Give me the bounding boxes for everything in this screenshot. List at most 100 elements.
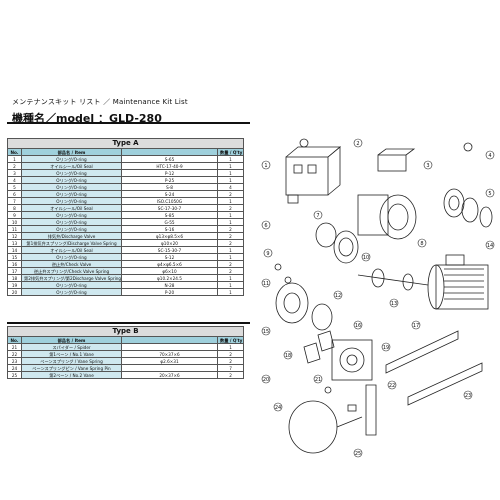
part-number-cell: 16 (7, 260, 22, 268)
callout-label: 14 (487, 243, 493, 249)
quantity-cell: 2 (217, 239, 244, 247)
column-header: 数量 / Q'ty (217, 148, 244, 156)
callout-label: 1 (264, 163, 267, 169)
part-number-cell: 13 (7, 239, 22, 247)
part-spec-cell: S-16 (121, 225, 218, 233)
part-spec-cell: S-8 (121, 183, 218, 191)
part-number-cell: 3 (7, 169, 22, 177)
part-spec-cell: 70×37×6 (121, 350, 218, 358)
callout-label: 2 (356, 141, 359, 147)
callout-label: 22 (389, 383, 395, 389)
part-name-cell: 逆止弁スプリング/Check Valve Spring (21, 267, 122, 275)
callout-label: 8 (420, 241, 423, 247)
divider (7, 322, 250, 324)
callout-label: 13 (391, 301, 397, 307)
part-number-cell: 6 (7, 190, 22, 198)
part-number-cell: 24 (7, 364, 22, 372)
column-header: 数量 / Q'ty (216, 336, 245, 344)
model-name: 機種名／model ：GLD-280 (12, 112, 162, 125)
quantity-cell: 1 (217, 155, 244, 163)
rotor-plate (275, 282, 309, 324)
part-spec-cell: P-25 (121, 176, 218, 184)
quantity-cell: 1 (217, 274, 244, 282)
part-number-cell: 11 (7, 225, 22, 233)
part-number-cell: 14 (7, 246, 22, 254)
part-name-cell: オイルシール/Oil Seal (21, 204, 122, 212)
table-title-row: Type B (6, 326, 245, 337)
callout-label: 5 (488, 191, 491, 197)
part-spec-cell: φ4×φ6.5×6 (121, 260, 218, 268)
column-header: No. (7, 336, 22, 344)
part-name-cell: Oリング/O-ring (21, 288, 122, 296)
part-spec-cell: S-85 (121, 211, 218, 219)
callout-label: 10 (363, 255, 369, 261)
quantity-cell: 2 (217, 260, 244, 268)
part-name-cell: Oリング/O-ring (21, 225, 122, 233)
quantity-cell: 1 (217, 218, 244, 226)
valve-cover (377, 154, 407, 172)
part-name-cell: Oリング/O-ring (21, 190, 122, 198)
part-spec-cell: φ6×10 (121, 267, 218, 275)
quantity-cell: 1 (217, 176, 244, 184)
quantity-cell: 2 (217, 204, 244, 212)
column-header (121, 336, 218, 344)
part-number-cell: 7 (7, 197, 22, 205)
part-spec-cell: ISO.C1050G (121, 197, 218, 205)
quantity-cell: 1 (217, 281, 244, 289)
callout-label: 3 (426, 163, 429, 169)
callout-label: 23 (465, 393, 471, 399)
part-spec-cell: P-20 (121, 288, 218, 296)
quantity-cell: 2 (216, 371, 245, 379)
part-spec-cell: HTC-17-40-9 (121, 162, 218, 170)
part-spec-cell: 20×37×6 (121, 371, 218, 379)
part-name-cell: Oリング/O-ring (21, 197, 122, 205)
quantity-cell: 7 (216, 364, 245, 372)
callout-label: 17 (413, 323, 419, 329)
part-number-cell: 20 (7, 288, 22, 296)
part-number-cell: 1 (7, 155, 22, 163)
part-spec-cell: SC-15-30-7 (121, 246, 218, 254)
callout-label: 16 (355, 323, 361, 329)
quantity-cell: 2 (216, 357, 245, 365)
part-name-cell: 排気弁/Discharge Valve (21, 232, 122, 240)
part-name-cell: ベーンスプリング / Vane Spring (21, 357, 122, 365)
callout-label: 11 (263, 281, 269, 287)
part-spec-cell: S-65 (121, 155, 218, 163)
table-title: Type A (7, 138, 244, 149)
part-spec-cell: SC-17-30-7 (121, 204, 218, 212)
part-name-cell: スパイダー / Spider (21, 343, 122, 351)
part-name-cell: Oリング/O-ring (21, 253, 122, 261)
table-title: Type B (6, 326, 245, 337)
fan-cover (288, 400, 338, 454)
part-name-cell: オイルシール/Oil Seal (21, 246, 122, 254)
quantity-cell: 1 (217, 197, 244, 205)
part-number-cell: 10 (7, 218, 22, 226)
part-name-cell: 第2ベーン / No.2 Vane (21, 371, 122, 379)
callout-label: 12 (335, 293, 341, 299)
callout-label: 7 (316, 213, 319, 219)
part-number-cell: 17 (7, 267, 22, 275)
part-spec-cell: G-55 (121, 218, 218, 226)
part-spec-cell: P-12 (121, 169, 218, 177)
list-title: メンテナンスキット リスト ／ Maintenance Kit List (12, 98, 188, 106)
part-number-cell: 18 (7, 274, 22, 282)
